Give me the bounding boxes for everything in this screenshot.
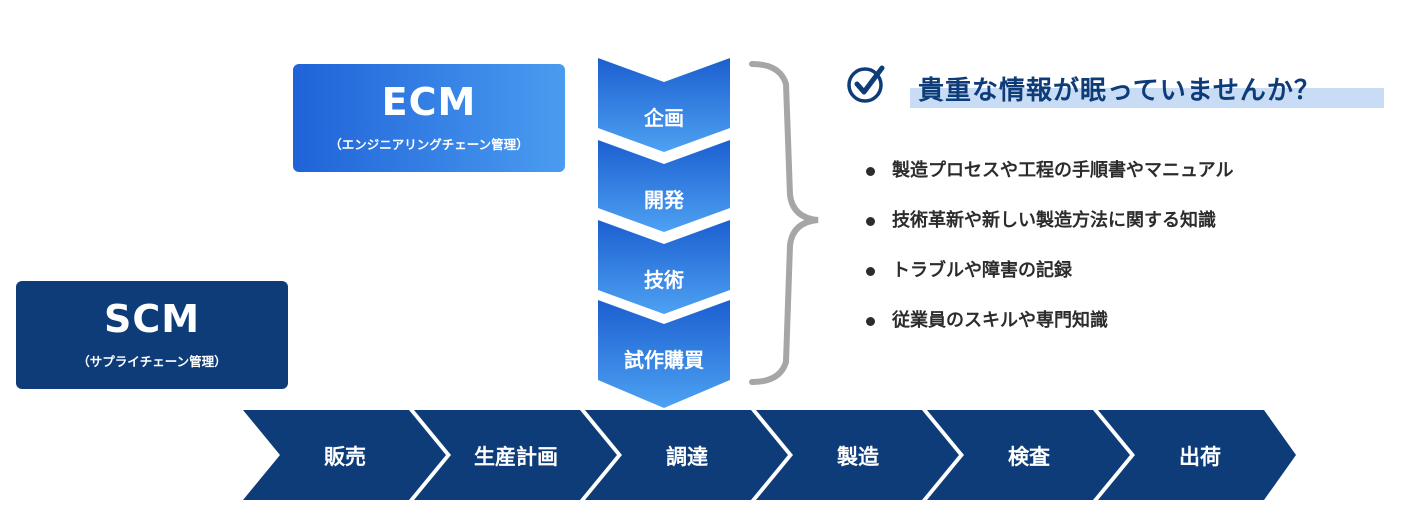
bullet-dot-icon	[866, 267, 875, 276]
hflow-label-6: 出荷	[1179, 445, 1221, 469]
hflow-label-5: 検査	[1008, 445, 1050, 469]
hflow-step-3	[585, 410, 788, 500]
bullet-dot-icon	[866, 167, 875, 176]
scm-title: SCM	[103, 297, 201, 341]
list-item: トラブルや障害の記録	[866, 256, 1233, 306]
scm-box: SCM （サプライチェーン管理）	[16, 281, 288, 389]
vflow-step-4	[598, 300, 730, 408]
headline-highlight	[910, 88, 1384, 108]
curly-brace	[749, 61, 819, 385]
hflow-step-2	[414, 410, 617, 500]
hflow-label-3: 調達	[666, 445, 708, 469]
vflow-step-1	[598, 58, 730, 152]
vflow-label-2: 開発	[644, 188, 684, 212]
list-item: 製造プロセスや工程の手順書やマニュアル	[866, 156, 1233, 206]
list-item-text: 製造プロセスや工程の手順書やマニュアル	[892, 160, 1234, 181]
hflow-step-4	[756, 410, 959, 500]
ecm-subtitle: （エンジニアリングチェーン管理）	[329, 137, 529, 152]
vertical-flow	[598, 58, 730, 408]
info-list: 製造プロセスや工程の手順書やマニュアル 技術革新や新しい製造方法に関する知識 ト…	[866, 156, 1233, 356]
list-item-text: 従業員のスキルや専門知識	[892, 310, 1108, 331]
vflow-label-4: 試作購買	[624, 348, 704, 372]
hflow-label-1: 販売	[324, 445, 366, 469]
hflow-label-2: 生産計画	[474, 445, 558, 469]
list-item-text: 技術革新や新しい製造方法に関する知識	[892, 210, 1216, 231]
list-item: 従業員のスキルや専門知識	[866, 306, 1233, 356]
list-item-text: トラブルや障害の記録	[892, 260, 1072, 281]
hflow-step-5	[927, 410, 1130, 500]
scm-subtitle: （サプライチェーン管理）	[77, 354, 227, 369]
list-item: 技術革新や新しい製造方法に関する知識	[866, 206, 1233, 256]
ecm-title: ECM	[381, 80, 477, 124]
horizontal-flow	[243, 410, 1296, 500]
hflow-label-4: 製造	[837, 445, 879, 469]
ecm-box: ECM （エンジニアリングチェーン管理）	[293, 64, 565, 172]
vflow-label-3: 技術	[644, 268, 684, 292]
vflow-step-3	[598, 220, 730, 314]
hflow-step-6	[1098, 410, 1296, 500]
bullet-dot-icon	[866, 317, 875, 326]
headline: 貴重な情報が眠っていませんか？	[918, 76, 1321, 106]
hflow-step-1	[243, 410, 446, 500]
check-circle-icon	[847, 65, 885, 103]
vflow-step-2	[598, 140, 730, 232]
bullet-dot-icon	[866, 217, 875, 226]
vflow-label-1: 企画	[644, 106, 684, 130]
